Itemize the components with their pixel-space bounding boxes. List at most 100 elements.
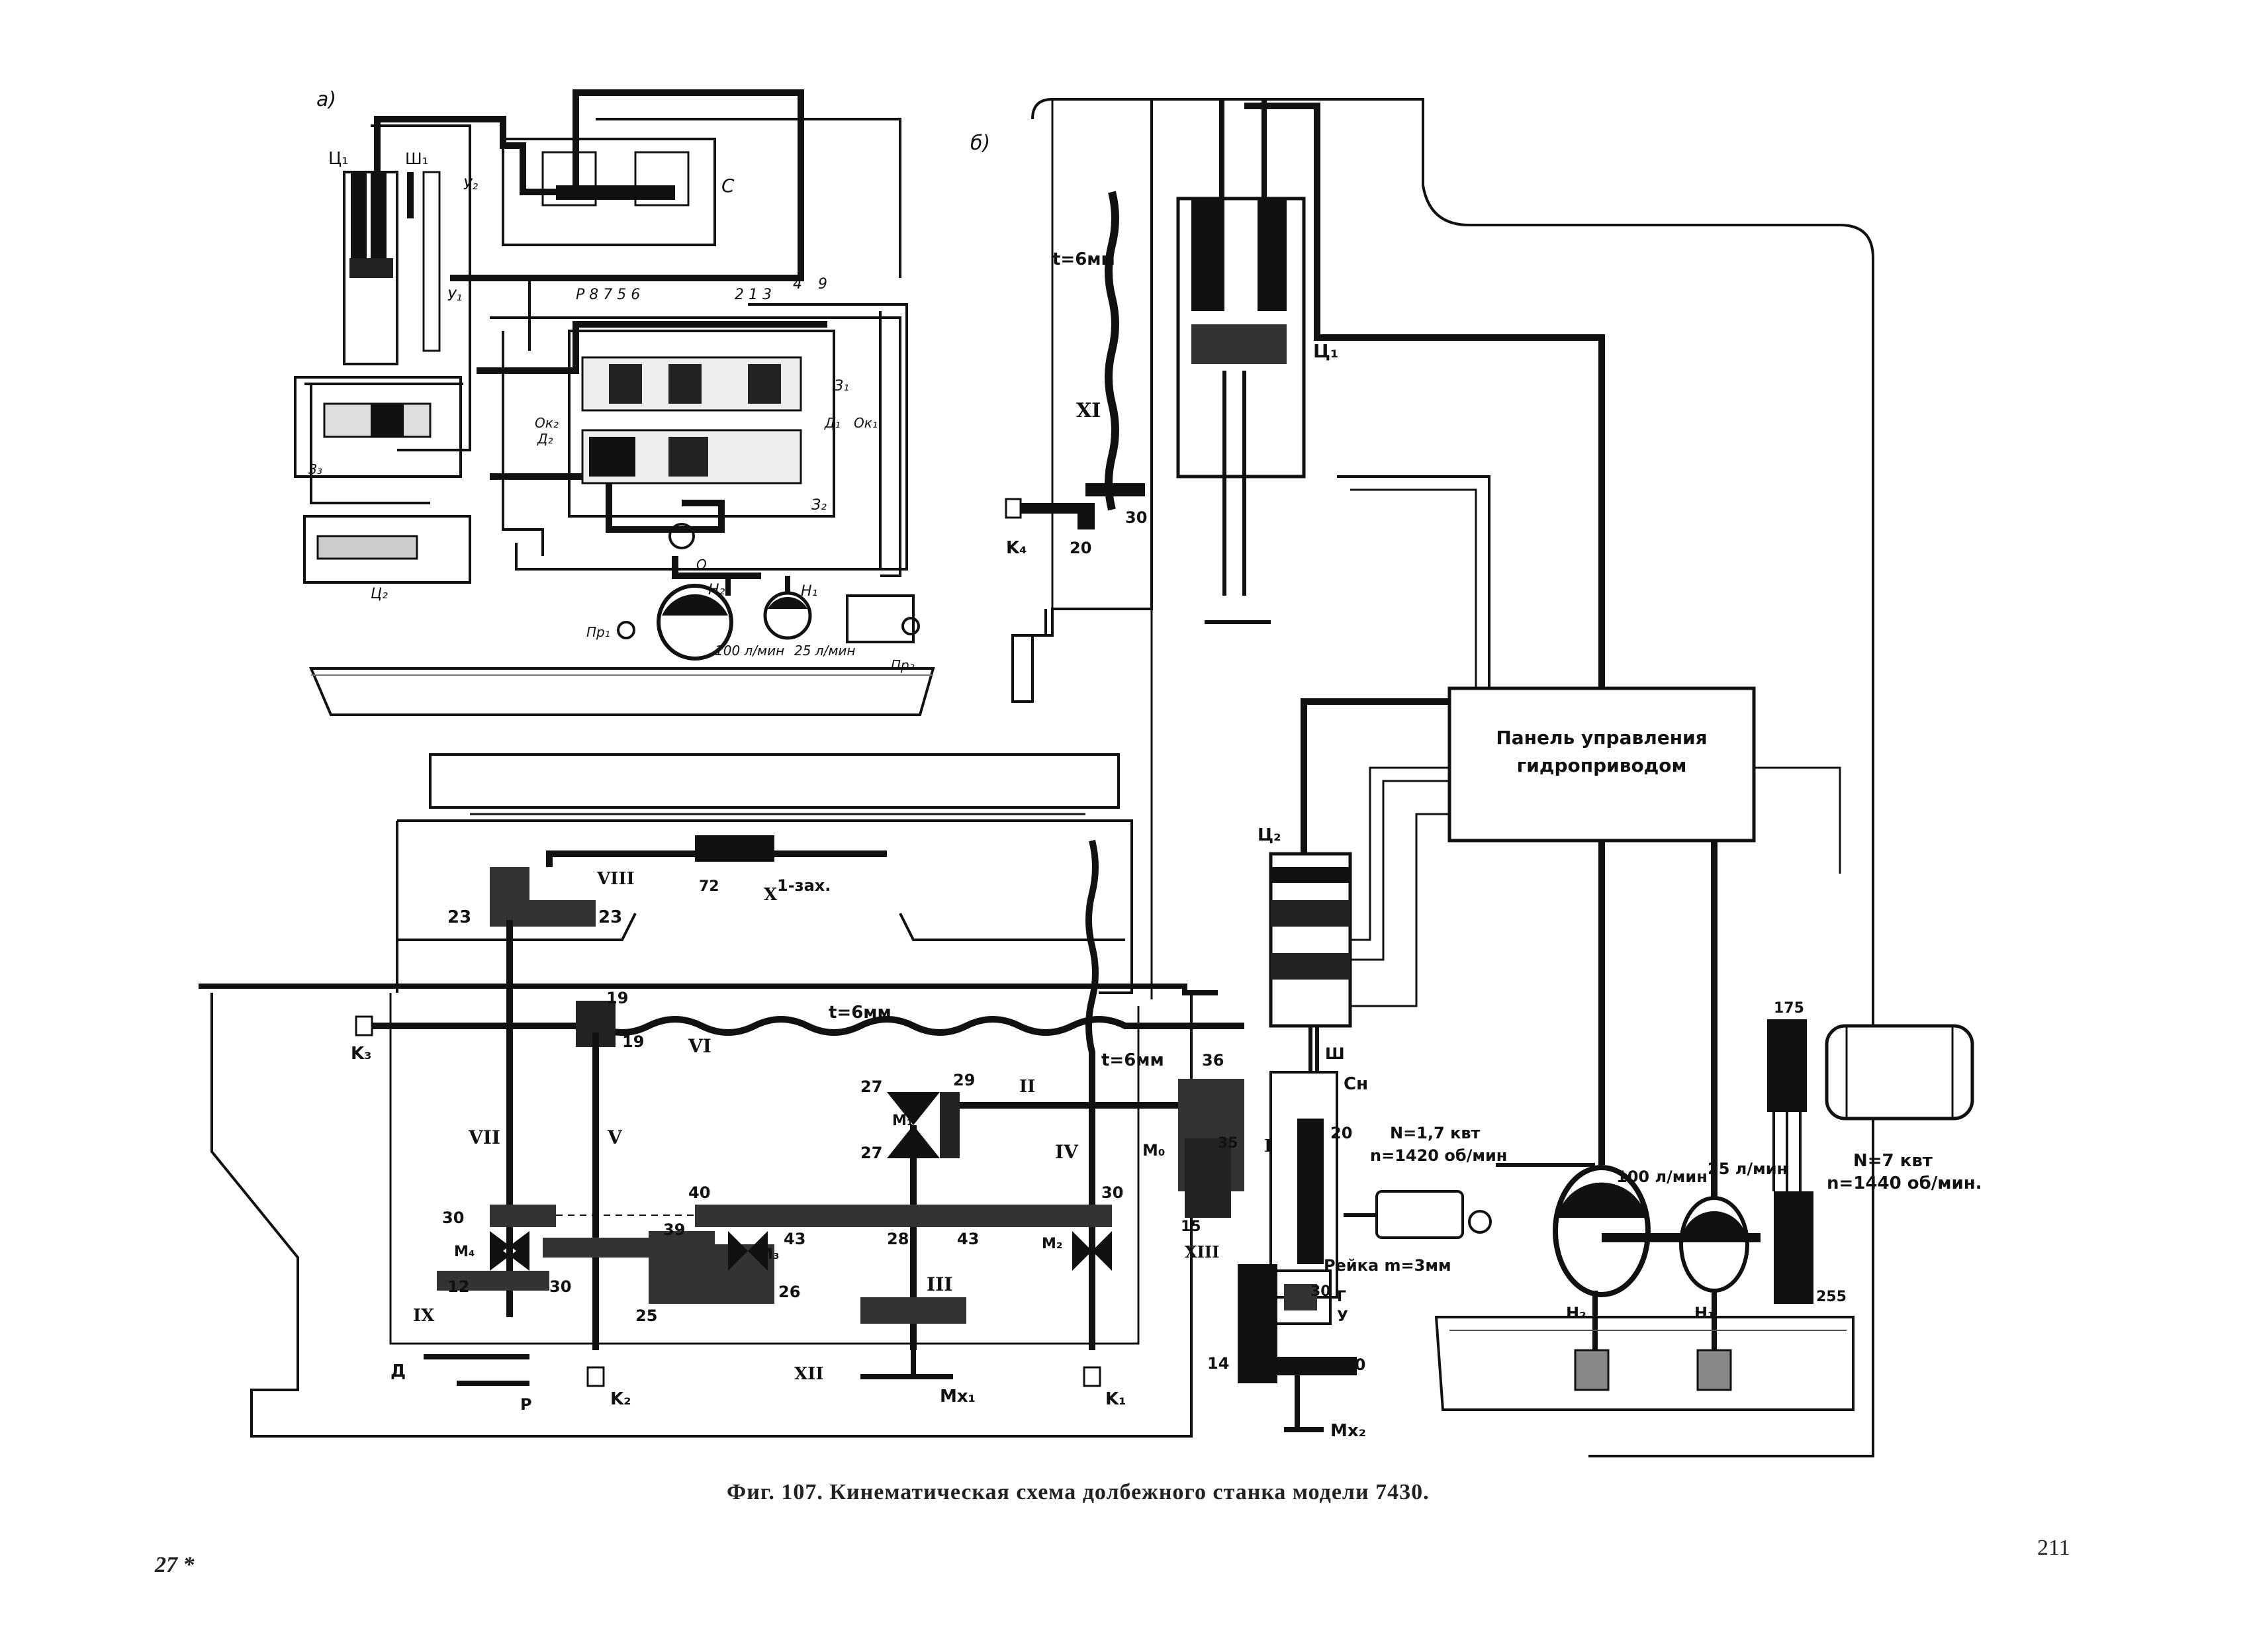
motor-a (846, 594, 915, 643)
label-m2: M₂ (1042, 1236, 1063, 1252)
pulley-255 (1774, 1191, 1813, 1304)
label-c1-a: Ц₁ (328, 149, 349, 169)
label-w72: 72 (699, 878, 719, 895)
label-spool-numbers-2: 2 1 3 (735, 287, 772, 303)
label-g30b: 30 (1101, 1183, 1123, 1202)
label-g30c: 30 (549, 1277, 571, 1296)
label-sh: Ш (1325, 1044, 1345, 1063)
label-d2: Д₂ (537, 431, 553, 447)
label-shaft-xiii: XIII (1185, 1242, 1219, 1262)
label-m1: M₁ (892, 1113, 913, 1129)
label-flow25-a: 25 л/мин (794, 643, 856, 659)
label-g39: 39 (663, 1220, 685, 1239)
label-c-box: С (721, 175, 735, 197)
label-g20-main: 20 (1330, 1124, 1352, 1142)
label-u: У (1337, 1308, 1348, 1325)
label-n9: 9 (818, 276, 827, 293)
label-sn: Сн (1344, 1074, 1368, 1094)
label-flow25-main: 25 л/мин (1708, 1160, 1788, 1178)
handle-k3 (355, 1015, 373, 1036)
panel-a-label: а) (316, 88, 336, 111)
page-number: 211 (2037, 1536, 2070, 1560)
label-k4: K₄ (1006, 538, 1027, 558)
handle-k1 (1083, 1366, 1101, 1387)
clutch-m4 (490, 1231, 529, 1271)
label-h1-main: Н₁ (1694, 1304, 1715, 1322)
label-h1-a: Н₁ (801, 583, 817, 600)
label-sh1: Ш₁ (405, 150, 428, 168)
signature-mark: 27 * (155, 1553, 195, 1577)
label-shaft-ix: IX (413, 1306, 435, 1326)
motor-big (1825, 1024, 1974, 1121)
label-g27b: 27 (860, 1144, 882, 1162)
label-k3: K₃ (351, 1044, 372, 1064)
figure-caption: Фиг. 107. Кинематическая схема долбежног… (727, 1480, 1430, 1504)
label-ok1: Ок₁ (854, 415, 878, 431)
label-motor-big-power: N=7 квт (1853, 1151, 1933, 1171)
label-pr1: Пр₁ (586, 624, 610, 640)
label-shaft-ii: II (1019, 1077, 1035, 1097)
label-shaft-iii: III (927, 1273, 952, 1295)
label-g35: 35 (1218, 1135, 1238, 1152)
label-shaft-vii: VII (468, 1126, 500, 1148)
label-d: Д (390, 1361, 406, 1381)
panel-a-hydraulic-circuit: а) Ц₁ Ш₁ У₂ У₁ (294, 88, 935, 716)
label-c2-a: Ц₂ (371, 586, 388, 602)
panel-main-kinematic: 23 23 VIII 72 X 1-зах. K₃ 19 19 VI t=6мм… (199, 686, 1982, 1441)
label-n4: 4 (793, 276, 802, 293)
label-rack: Рейка m=3мм (1324, 1256, 1451, 1275)
label-worm: 1-зах. (777, 876, 831, 895)
control-panel-line1: Панель управления (1496, 727, 1707, 749)
label-pr2: Пр₂ (891, 657, 915, 673)
label-g15: 15 (1181, 1218, 1201, 1235)
label-g30e: 30 (1344, 1355, 1365, 1374)
label-g43b: 43 (957, 1230, 979, 1248)
label-u2: У₂ (463, 177, 478, 193)
label-c1-b: Ц₁ (1313, 340, 1338, 362)
label-shaft-v: V (607, 1126, 623, 1148)
tank-main (1434, 1316, 1855, 1411)
label-k2: K₂ (610, 1389, 631, 1409)
clutch-m1 (887, 1092, 940, 1158)
label-g14: 14 (1207, 1354, 1229, 1373)
label-z2: З₂ (811, 497, 827, 514)
label-ok2: Ок₂ (535, 415, 559, 431)
label-d255: 255 (1816, 1289, 1847, 1305)
label-shaft-viii: VIII (596, 869, 635, 889)
label-g36: 36 (1202, 1051, 1224, 1070)
label-d1: Д₁ (824, 415, 841, 431)
label-g43a: 43 (784, 1230, 805, 1248)
label-g19b: 19 (622, 1032, 644, 1051)
label-shaft-xii: XII (794, 1364, 824, 1384)
label-g: Г (1337, 1289, 1346, 1305)
label-g23b: 23 (598, 907, 622, 927)
label-mx2: Mx₂ (1330, 1421, 1366, 1441)
label-d175: 175 (1774, 1000, 1804, 1017)
label-c2-main: Ц₂ (1258, 825, 1281, 845)
label-r: Р (520, 1395, 532, 1414)
control-panel-line2: гидроприводом (1517, 755, 1687, 776)
label-shaft-x: X (764, 885, 778, 905)
label-u1: У₁ (447, 288, 462, 304)
label-g29: 29 (953, 1071, 975, 1089)
label-g23a: 23 (447, 907, 471, 927)
label-k1: K₁ (1105, 1389, 1126, 1409)
label-m4: M₄ (454, 1244, 475, 1260)
worm-wheel-72 (695, 835, 774, 862)
label-g19a: 19 (606, 989, 628, 1007)
pulley-175 (1767, 1019, 1807, 1112)
label-g20-b: 20 (1070, 539, 1091, 557)
label-flow100-main: 100 л/мин (1616, 1168, 1708, 1186)
label-z1: З₁ (834, 378, 849, 394)
label-g26: 26 (778, 1283, 800, 1301)
label-g30d: 30 (1310, 1283, 1331, 1300)
label-shaft-iv: IV (1055, 1141, 1079, 1163)
machine-table (429, 753, 1120, 809)
label-shaft-xi: XI (1076, 399, 1101, 422)
label-g28: 28 (887, 1230, 909, 1248)
gear-bank (695, 1205, 1112, 1227)
label-flow100-a: 100 л/мин (715, 643, 784, 659)
tank-a (308, 667, 935, 716)
label-h2-a: Н₂ (708, 582, 725, 598)
